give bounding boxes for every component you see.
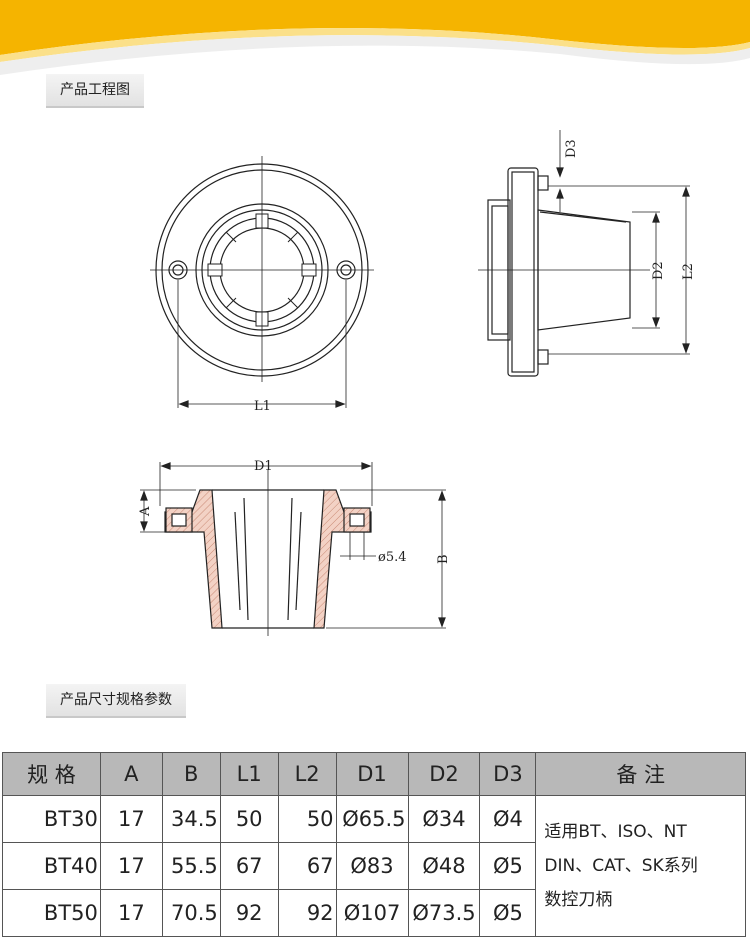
note-line: DIN、CAT、SK系列 [544, 856, 698, 876]
dim-l1: L1 [254, 399, 271, 414]
table-cell: 17 [99, 795, 163, 843]
dim-l2: L2 [681, 263, 696, 280]
header-cell: 规 格 [2, 752, 101, 796]
header-banner [0, 0, 750, 75]
table-cell: 50 [219, 795, 279, 843]
table-cell: 50 [277, 795, 337, 843]
table-cell: BT40 [2, 842, 101, 890]
spec-table: 规 格 A B L1 L2 D1 D2 D3 备 注 BT30 17 34.5 … [2, 752, 746, 937]
table-cell: 17 [99, 842, 163, 890]
table-cell: Ø107 [335, 889, 409, 937]
table-cell: Ø4 [479, 795, 537, 843]
dim-d2: D2 [651, 261, 666, 280]
table-cell: 17 [99, 889, 163, 937]
table-row: BT50 17 70.5 92 92 Ø107 Ø73.5 Ø5 [2, 889, 746, 937]
table-cell: 55.5 [161, 842, 221, 890]
header-cell: L2 [277, 752, 337, 796]
table-cell: 92 [219, 889, 279, 937]
dim-a: A [138, 506, 153, 517]
header-cell: D3 [479, 752, 537, 796]
dim-hole: ø5.4 [378, 550, 407, 565]
table-row: BT30 17 34.5 50 50 Ø65.5 Ø34 Ø4 适用BT、ISO… [2, 795, 746, 937]
note-cell: 适用BT、ISO、NT DIN、CAT、SK系列 数控刀柄 [535, 795, 746, 937]
section-view [140, 462, 446, 636]
table-cell: 67 [219, 842, 279, 890]
table-cell: Ø48 [407, 842, 481, 890]
table-cell: Ø5 [479, 889, 537, 937]
table-cell: BT30 [2, 795, 101, 843]
table-cell: Ø83 [335, 842, 409, 890]
note-line: 适用BT、ISO、NT [544, 822, 687, 842]
header-cell: B [161, 752, 221, 796]
table-cell: Ø65.5 [335, 795, 409, 843]
section-title-spec: 产品尺寸规格参数 [46, 684, 186, 718]
engineering-drawing: L1 L2 D2 D3 [138, 130, 696, 636]
dim-d1: D1 [254, 459, 273, 474]
table-cell: 67 [277, 842, 337, 890]
header-cell: D2 [407, 752, 481, 796]
front-view [150, 156, 374, 408]
table-header-row: 规 格 A B L1 L2 D1 D2 D3 备 注 [2, 752, 746, 796]
header-cell: 备 注 [535, 752, 746, 796]
table-cell: Ø34 [407, 795, 481, 843]
table-cell: BT50 [2, 889, 101, 937]
header-cell: A [99, 752, 163, 796]
dim-d3: D3 [564, 139, 579, 158]
table-cell: 34.5 [161, 795, 221, 843]
note-line: 数控刀柄 [544, 890, 613, 910]
table-cell: 70.5 [161, 889, 221, 937]
header-cell: D1 [335, 752, 409, 796]
side-view [478, 130, 690, 377]
dim-b: B [436, 554, 451, 564]
section-title-drawing: 产品工程图 [46, 74, 144, 108]
table-cell: Ø5 [479, 842, 537, 890]
header-cell: L1 [219, 752, 279, 796]
table-cell: 92 [277, 889, 337, 937]
table-cell: Ø73.5 [407, 889, 481, 937]
